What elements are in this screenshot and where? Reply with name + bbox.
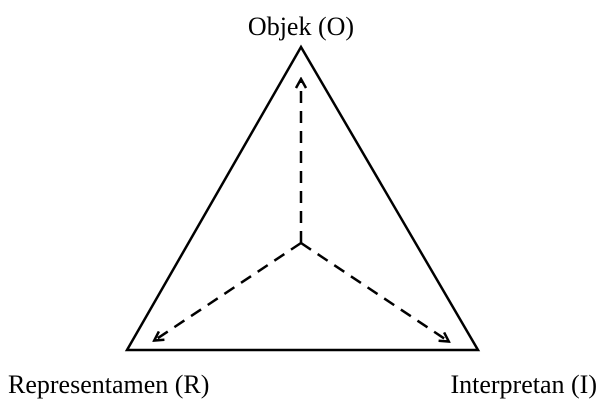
label-objek: Objek (O) [248,12,354,41]
arrow-to-representamen [155,241,302,340]
label-representamen: Representamen (R) [8,370,209,399]
label-interpretan: Interpretan (I) [450,370,597,399]
arrow-to-interpretan [300,241,448,341]
triangle-outline [124,44,481,352]
